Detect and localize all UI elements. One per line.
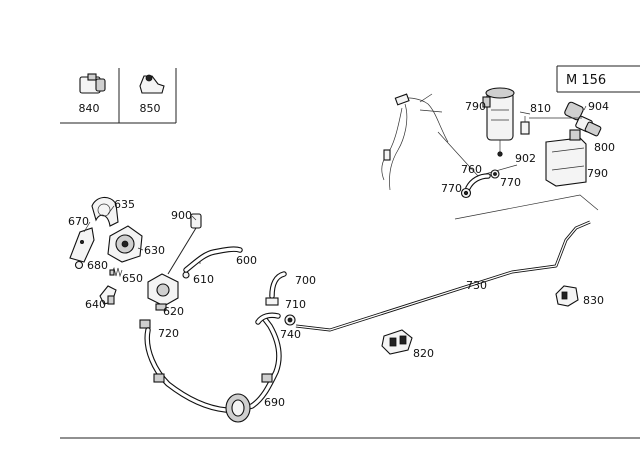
part-720-fitting[interactable]	[139, 319, 151, 329]
part-800-charcoal-canister[interactable]	[545, 129, 587, 187]
leader-lines	[83, 105, 587, 264]
callout-904: 904	[588, 100, 609, 113]
inset-label-850: 850	[140, 102, 161, 115]
callout-630: 630	[144, 244, 165, 257]
callout-820: 820	[413, 347, 434, 360]
callout-760: 760	[461, 163, 482, 176]
model-label: M 156	[566, 73, 606, 88]
part-902-fitting[interactable]	[520, 116, 530, 135]
part-630-valve-body[interactable]	[107, 225, 143, 263]
callout-640: 640	[85, 298, 106, 311]
callout-610: 610	[193, 273, 214, 286]
callout-650: 650	[122, 272, 143, 285]
part-770-clamp-b[interactable]	[460, 187, 472, 199]
part-680-ring[interactable]	[74, 260, 84, 270]
part-850-clip[interactable]	[139, 74, 165, 94]
callout-690: 690	[264, 396, 285, 409]
callout-790-upper: 790	[465, 100, 486, 113]
callout-900: 900	[171, 209, 192, 222]
callout-635: 635	[114, 198, 135, 211]
part-620-regulator[interactable]	[147, 273, 179, 311]
part-820-clamp[interactable]	[381, 329, 413, 355]
part-700-elbow[interactable]	[269, 271, 287, 299]
callout-600: 600	[236, 254, 257, 267]
part-640-clip[interactable]	[99, 285, 117, 305]
part-730-fuel-pipe[interactable]	[295, 220, 591, 332]
callout-720: 720	[158, 327, 179, 340]
part-600-hose[interactable]	[183, 246, 243, 273]
inset-panel: 840 850	[60, 68, 177, 124]
callout-830: 830	[583, 294, 604, 307]
callout-740: 740	[280, 328, 301, 341]
callout-710: 710	[285, 298, 306, 311]
callout-680: 680	[87, 259, 108, 272]
callout-670: 670	[68, 215, 89, 228]
part-635-bracket[interactable]	[91, 196, 119, 227]
part-710-clip[interactable]	[265, 297, 279, 306]
wire-harness[interactable]	[381, 93, 449, 191]
part-770-clamp-a[interactable]	[490, 169, 500, 179]
inset-label-840: 840	[79, 102, 100, 115]
part-650-spring[interactable]	[109, 266, 123, 278]
part-830-clamp[interactable]	[555, 285, 579, 307]
part-790-canister-upper[interactable]	[482, 87, 515, 157]
callout-790-lower: 790	[587, 167, 608, 180]
callout-810: 810	[530, 102, 551, 115]
part-670-bracket-plate[interactable]	[69, 227, 95, 263]
model-box: M 156	[556, 65, 640, 93]
part-690-hose[interactable]	[144, 315, 282, 423]
callout-770-right: 770	[500, 176, 521, 189]
part-840-clip[interactable]	[79, 73, 106, 94]
part-904-sensor[interactable]	[564, 101, 602, 137]
part-610-ring[interactable]	[182, 271, 190, 279]
part-760-hose[interactable]	[465, 173, 491, 191]
callout-620: 620	[163, 305, 184, 318]
callout-labels: 790 810 904 800 902 790 760 770 770 635 …	[68, 100, 615, 409]
callout-700: 700	[295, 274, 316, 287]
part-740-connector[interactable]	[255, 312, 296, 326]
callout-800: 800	[594, 141, 615, 154]
callout-902: 902	[515, 152, 536, 165]
callout-770-left: 770	[441, 182, 462, 195]
callout-730: 730	[466, 279, 487, 292]
